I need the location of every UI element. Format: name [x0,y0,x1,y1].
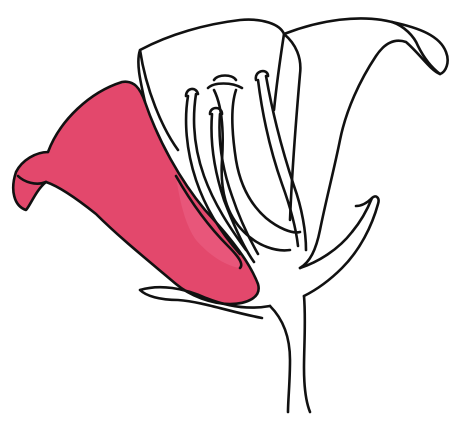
receptacle-right [300,196,379,296]
pistil [208,84,300,251]
stem [270,296,310,412]
stigma [214,76,236,81]
